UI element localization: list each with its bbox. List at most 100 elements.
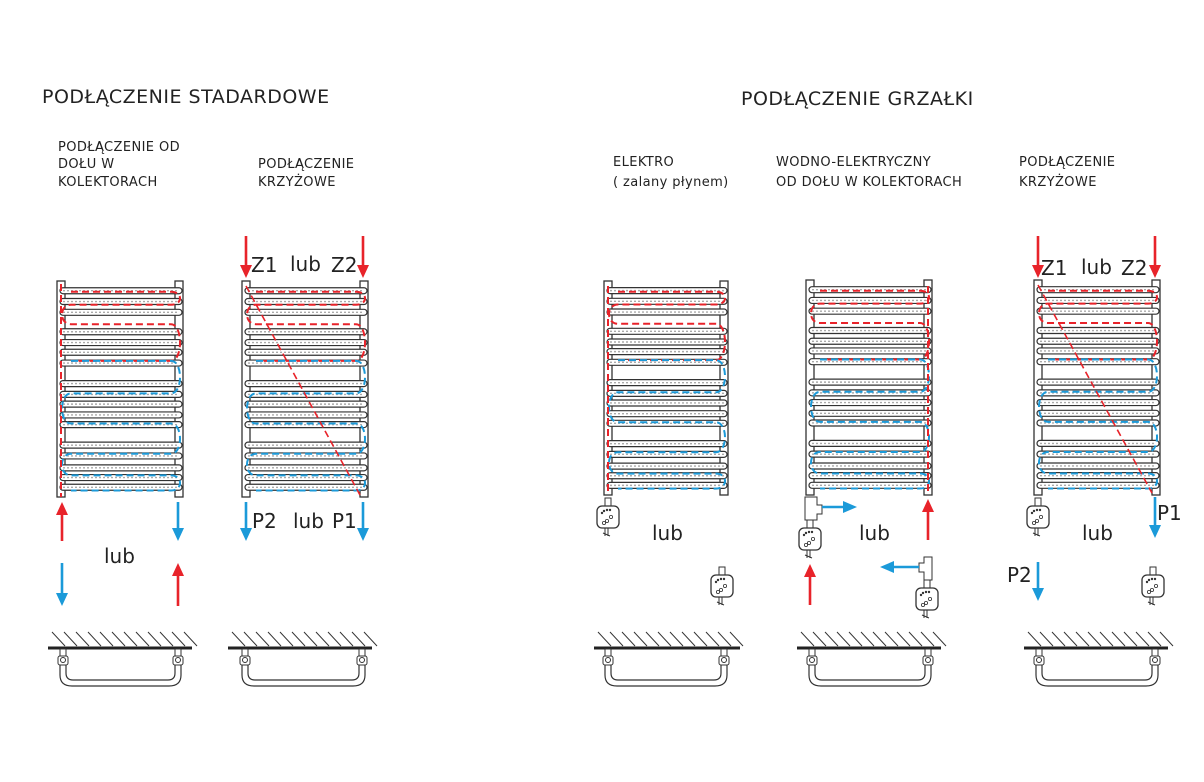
wall-hatch [1051, 631, 1066, 647]
return-arrow-down [56, 593, 68, 606]
return-arrow-down [357, 528, 369, 541]
wall-hatch [87, 631, 102, 647]
radiator [805, 279, 933, 496]
caption-cross-heater-line1: PODŁĄCZENIE [1019, 155, 1115, 170]
supply-flow-line-diagonal [245, 285, 361, 496]
wall-hatch [633, 631, 648, 647]
bracket-screw [359, 657, 365, 663]
radiator-profile-inner [610, 665, 722, 681]
bracket-screw [809, 657, 815, 663]
heater-button [807, 541, 812, 546]
heater-led [804, 531, 808, 535]
wall-hatch [315, 631, 330, 647]
return-flow-line [246, 359, 366, 492]
wall-mount-side-view [228, 631, 378, 687]
heater-button [921, 603, 926, 608]
wall-hatch [705, 631, 720, 647]
wall-hatch [135, 631, 150, 647]
label-z1: Z1 [251, 253, 277, 277]
heater-button [1032, 521, 1037, 526]
heater-connector [718, 566, 726, 576]
wall-hatch [1039, 631, 1054, 647]
radiator-profile-outer [604, 665, 728, 687]
heater-led [722, 577, 726, 581]
wall-hatch [848, 631, 863, 647]
wall-hatch [231, 631, 246, 647]
heater-connector [1034, 497, 1042, 507]
heater-led [716, 578, 720, 582]
radiator-profile-outer [241, 665, 366, 687]
radiator-profile-outer [1035, 665, 1159, 687]
heater-led [608, 508, 612, 512]
wall-hatch [729, 631, 744, 647]
radiator-profile-inner [814, 665, 926, 681]
return-arrow-left [880, 561, 894, 573]
supply-arrow-down [1032, 265, 1044, 278]
heater-button [716, 590, 721, 595]
wall-hatch [597, 631, 612, 647]
heater-led [714, 580, 718, 584]
or-label: lub [290, 252, 321, 276]
return-arrow-down [1032, 588, 1044, 601]
radiator-profile-outer [59, 665, 182, 687]
caption-water-electric-line1: WODNO-ELEKTRYCZNY [776, 155, 931, 170]
supply-arrow-up [804, 564, 816, 577]
return-arrow-down [240, 528, 252, 541]
wall-hatch [669, 631, 684, 647]
return-arrow-right [843, 501, 857, 513]
return-flow-line [61, 359, 181, 492]
label-p1: P1 [1157, 501, 1182, 525]
wall-mount-side-view [594, 631, 744, 687]
electric-heater-icon [915, 579, 939, 619]
return-arrow-down [1149, 525, 1161, 538]
heater-led [1032, 509, 1036, 513]
wall-hatch [657, 631, 672, 647]
wall-hatch [279, 631, 294, 647]
heater-led [602, 509, 606, 513]
wall-hatch [884, 631, 899, 647]
heater-cable [804, 550, 813, 559]
heater-button [1154, 584, 1159, 589]
wall-hatch [183, 631, 198, 647]
wall-hatch [1075, 631, 1090, 647]
heater-led [1150, 577, 1154, 581]
heater-button [602, 521, 607, 526]
wall-hatch [147, 631, 162, 647]
wall-hatch [63, 631, 78, 647]
wall-hatch [171, 631, 186, 647]
heater-button [609, 515, 614, 520]
radiator [56, 280, 184, 498]
heater-body [915, 587, 939, 611]
section-title-heater: PODŁĄCZENIE GRZAŁKI [741, 88, 974, 110]
wall-hatch [99, 631, 114, 647]
heater-led [1030, 511, 1034, 515]
radiator [1033, 279, 1161, 496]
wall-hatch [800, 631, 815, 647]
radiator-profile-inner [247, 665, 360, 681]
label-z2: Z2 [1121, 256, 1147, 280]
wall-hatch [908, 631, 923, 647]
heater-body [596, 505, 620, 529]
or-label: lub [859, 521, 890, 545]
heater-cable [1147, 597, 1156, 606]
heater-body [1141, 574, 1165, 598]
heater-button [719, 588, 724, 593]
wall-hatch [717, 631, 732, 647]
heater-led [1147, 578, 1151, 582]
heater-button [811, 537, 816, 542]
wall-hatch [1123, 631, 1138, 647]
caption-electro-line2: ( zalany płynem) [613, 175, 729, 190]
wall-hatch [267, 631, 282, 647]
supply-flow-line [61, 290, 181, 362]
wall-hatch [51, 631, 66, 647]
heater-led [807, 530, 811, 534]
heater-led [1153, 577, 1157, 581]
bracket-screw [1152, 657, 1158, 663]
supply-arrow-down [240, 265, 252, 278]
left-collector [805, 279, 815, 496]
or-label: lub [293, 509, 324, 533]
wall-hatch [896, 631, 911, 647]
right-collector [359, 280, 369, 498]
wall-hatch [812, 631, 827, 647]
